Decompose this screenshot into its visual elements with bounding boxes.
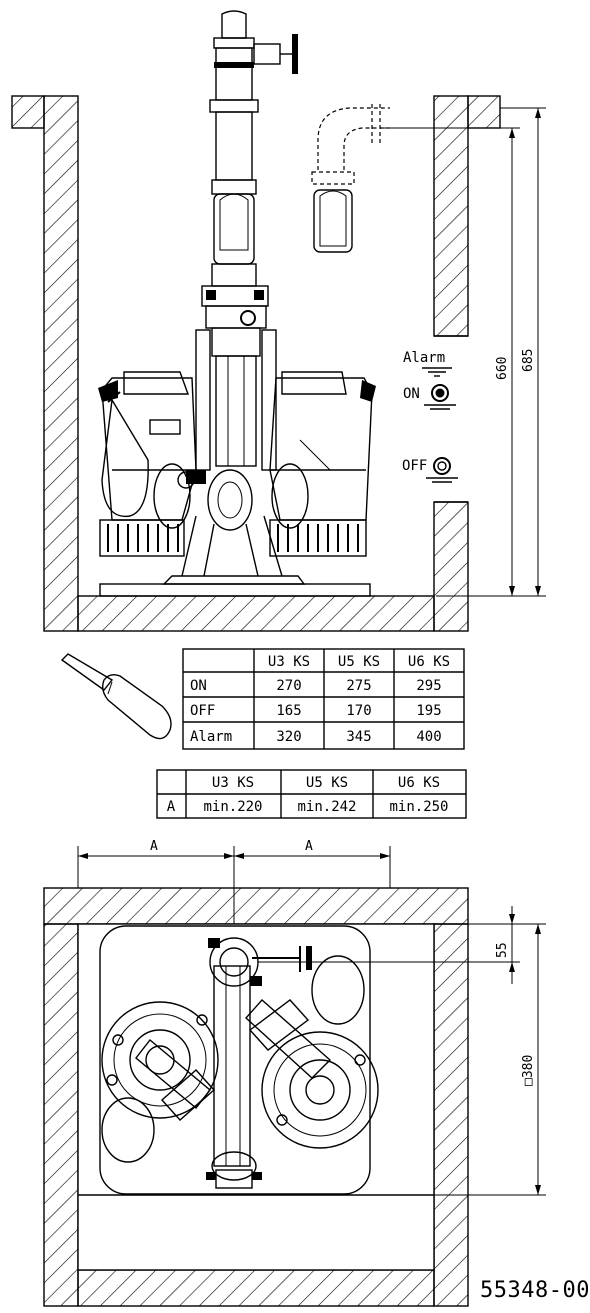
spacing-table-cell: min.250 xyxy=(389,799,448,815)
dimension-a-right-label: A xyxy=(305,839,313,854)
on-level-marker: ON xyxy=(403,384,456,410)
off-label: OFF xyxy=(402,458,427,474)
dimension-685: 685 xyxy=(470,107,546,597)
plan-riser-pipe xyxy=(206,937,312,1189)
switch-table-header: U3 KS xyxy=(268,654,310,670)
plan-view: A A xyxy=(43,839,546,1307)
alternate-outlet-dashed xyxy=(311,104,390,253)
gate-valve-handwheel xyxy=(253,34,298,74)
switch-table-cell: 320 xyxy=(276,729,301,745)
dimension-380: □380 xyxy=(370,923,546,1196)
spacing-table-cell: min.220 xyxy=(203,799,262,815)
spacing-table-header: U3 KS xyxy=(212,775,254,791)
spacing-table-header: U5 KS xyxy=(306,775,348,791)
switch-table-row-label: Alarm xyxy=(190,729,232,745)
switch-table-cell: 195 xyxy=(416,703,441,719)
plan-wall-section xyxy=(43,887,469,1307)
pump-right xyxy=(269,371,376,557)
dimension-380-label: □380 xyxy=(521,1055,536,1086)
plan-pump-right xyxy=(245,955,379,1149)
dimension-660-label: 660 xyxy=(495,357,510,380)
switch-table-row-label: OFF xyxy=(190,703,215,719)
spacing-table: U3 KS U5 KS U6 KS A min.220 min.242 min.… xyxy=(156,769,467,819)
switch-table-header: U5 KS xyxy=(338,654,380,670)
spacing-table-header: U6 KS xyxy=(398,775,440,791)
off-level-marker: OFF xyxy=(402,457,458,483)
dimension-55-label: 55 xyxy=(495,942,510,958)
switch-table-row-label: ON xyxy=(190,678,207,694)
pump-left xyxy=(98,371,197,557)
pump-right-grille xyxy=(277,524,359,552)
dimension-685-label: 685 xyxy=(521,349,536,372)
switch-table-cell: 170 xyxy=(346,703,371,719)
spacing-table-row-label: A xyxy=(167,799,176,815)
dimension-a-left-label: A xyxy=(150,839,158,854)
float-switch-icon xyxy=(60,653,172,740)
duplex-base xyxy=(99,469,371,597)
alarm-level-marker: Alarm xyxy=(403,350,452,377)
switch-table-header: U6 KS xyxy=(408,654,450,670)
switch-level-table: U3 KS U5 KS U6 KS ON 270 275 295 OFF 165… xyxy=(182,648,465,750)
switch-table-cell: 345 xyxy=(346,729,371,745)
switch-table-cell: 295 xyxy=(416,678,441,694)
drawing-number: 55348-00 xyxy=(480,1278,590,1303)
pump-left-grille xyxy=(107,524,179,552)
spacing-table-cell: min.242 xyxy=(297,799,356,815)
elevation-view: Alarm ON OFF 660 xyxy=(11,10,546,632)
switch-table-cell: 400 xyxy=(416,729,441,745)
coupling-frame xyxy=(195,263,277,471)
switch-table-cell: 165 xyxy=(276,703,301,719)
riser-pipe xyxy=(209,10,259,265)
switch-table-cell: 270 xyxy=(276,678,301,694)
alarm-label: Alarm xyxy=(403,350,445,366)
switch-table-cell: 275 xyxy=(346,678,371,694)
on-label: ON xyxy=(403,386,420,402)
